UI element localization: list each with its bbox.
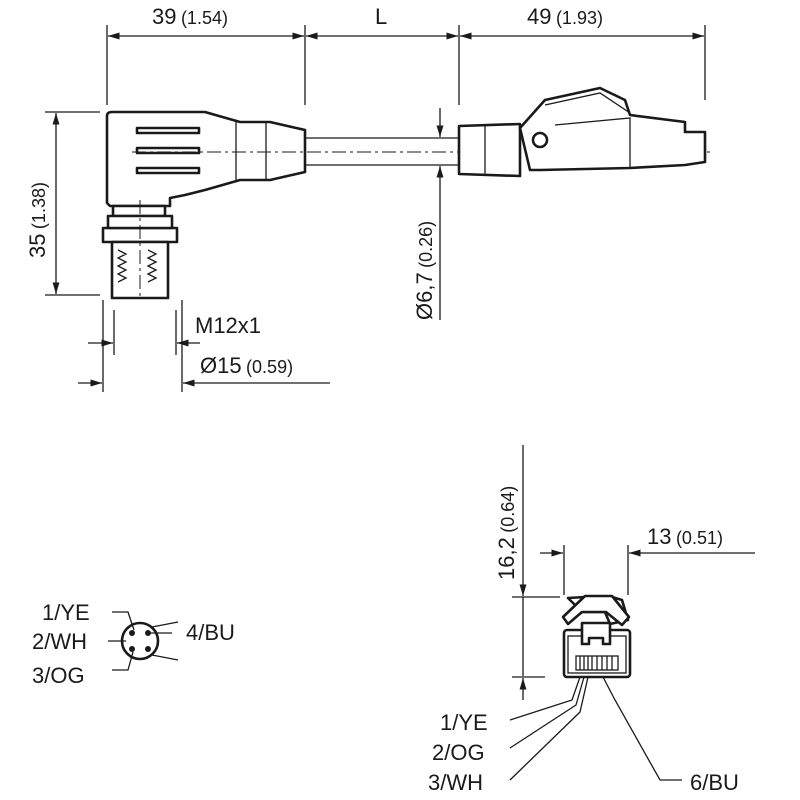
m12-pin-1-label: 1/YE [42,600,90,625]
dim-16-label: 16,2 (0.64) [494,486,519,580]
rj45-connector-side [457,86,707,178]
dim-15-label: Ø15 (0.59) [200,353,293,378]
thread-dimensions: M12x1 Ø15 (0.59) [78,300,330,392]
dim-49-label: 49 (1.93) [527,4,603,29]
m12-pin-4-label: 4/BU [186,620,235,645]
dim-35-label: 35 (1.38) [25,182,50,258]
dim-cable-label: Ø6,7 (0.26) [412,221,437,320]
m12-pin-2-label: 2/WH [32,629,87,654]
m12-angled-connector [101,110,710,300]
m12-pin-3-label: 3/OG [32,663,85,688]
height-dimension: 35 (1.38) [25,111,100,296]
rj45-pin-6-label: 6/BU [690,770,739,795]
rj45-pin-1-label: 1/YE [440,710,488,735]
top-dimensions: 39 (1.54) L 49 (1.93) [106,4,706,105]
dim-13-label: 13 (0.51) [647,524,723,549]
dim-39-label: 39 (1.54) [152,4,228,29]
cable-diameter-dimension: Ø6,7 (0.26) [412,108,444,320]
dim-L-label: L [375,4,387,29]
cable [305,137,459,166]
rj45-pin-3-label: 3/WH [428,770,483,795]
m12-pinout: 1/YE 2/WH 3/OG 4/BU [32,600,235,688]
rj45-pin-2-label: 2/OG [432,740,485,765]
rj45-front-view: 16,2 (0.64) 13 (0.51) 1/YE 2/OG 3/WH 6/B… [428,445,755,795]
thread-label: M12x1 [195,313,261,338]
